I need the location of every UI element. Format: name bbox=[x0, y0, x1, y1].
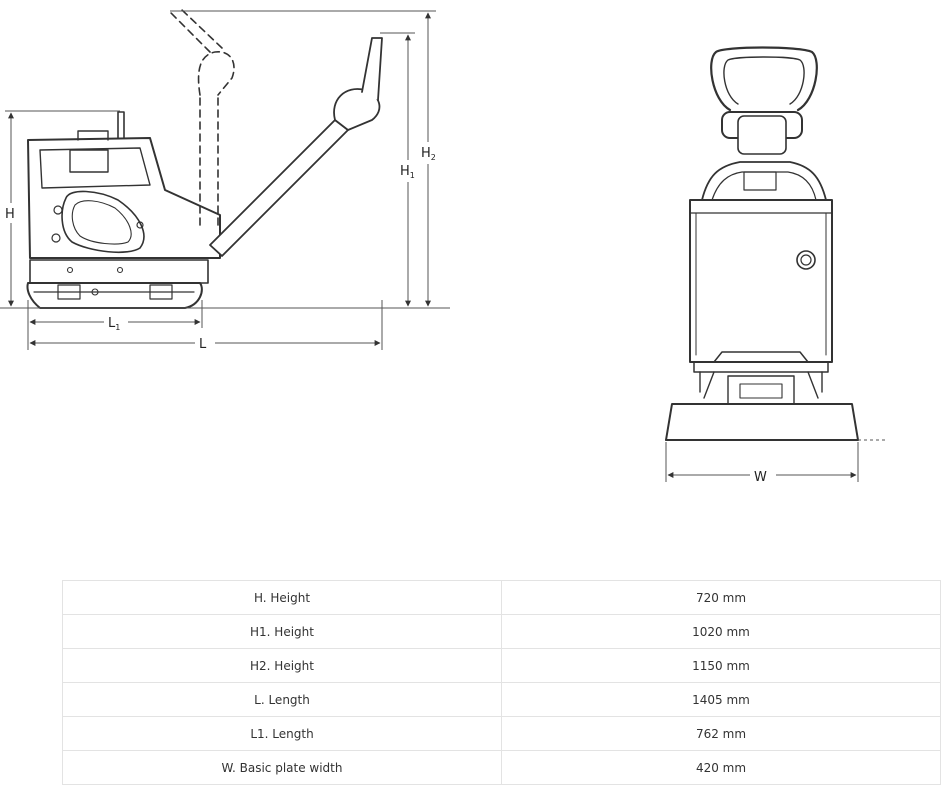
dimension-diagram: H H1 H2 L1 L bbox=[0, 9, 885, 485]
spec-parameter: H2. Height bbox=[62, 648, 502, 683]
front-bolt bbox=[796, 250, 816, 270]
dim-label-h2-main: H bbox=[421, 146, 431, 161]
dim-label-h2-sub: 2 bbox=[431, 153, 436, 162]
spec-value: 1405 mm bbox=[501, 682, 941, 717]
base-plate bbox=[26, 282, 203, 309]
diagram-svg: H H1 H2 L1 L bbox=[0, 9, 885, 485]
spec-value: 1020 mm bbox=[501, 614, 941, 649]
dim-label-w: W bbox=[754, 470, 767, 485]
handle-bar bbox=[209, 119, 349, 257]
spec-parameter: L. Length bbox=[62, 682, 502, 717]
spec-parameter: L1. Length bbox=[62, 716, 502, 751]
spec-parameter: W. Basic plate width bbox=[62, 750, 502, 785]
dim-label-l: L bbox=[199, 337, 207, 352]
frame-lower bbox=[29, 259, 209, 284]
dim-label-l1-sub: 1 bbox=[115, 323, 120, 332]
exhaust-post bbox=[117, 111, 125, 139]
dim-label-l1-main: L bbox=[108, 316, 116, 331]
front-view-compactor bbox=[665, 46, 859, 441]
spec-value: 720 mm bbox=[501, 580, 941, 615]
dim-label-h1-main: H bbox=[400, 164, 410, 179]
front-handle-loop bbox=[710, 46, 818, 112]
spec-value: 1150 mm bbox=[501, 648, 941, 683]
spec-value: 420 mm bbox=[501, 750, 941, 785]
handle-upright-dashed bbox=[169, 9, 235, 226]
dim-label-h1: H1 bbox=[400, 164, 415, 180]
dim-label-h: H bbox=[5, 207, 15, 222]
spec-parameter: H1. Height bbox=[62, 614, 502, 649]
side-view-compactor bbox=[26, 9, 383, 309]
dim-label-h1-sub: 1 bbox=[410, 171, 415, 180]
engine-housing bbox=[27, 137, 221, 259]
handle-tip bbox=[361, 37, 383, 101]
spec-parameter: H. Height bbox=[62, 580, 502, 615]
front-engine-box bbox=[689, 199, 833, 363]
front-arch bbox=[701, 161, 827, 201]
air-filter bbox=[61, 190, 145, 254]
dim-label-h2: H2 bbox=[421, 146, 436, 162]
front-base-plate bbox=[665, 403, 859, 441]
spec-value: 762 mm bbox=[501, 716, 941, 751]
front-lower-frame bbox=[693, 351, 829, 373]
dim-label-l1: L1 bbox=[108, 316, 120, 332]
